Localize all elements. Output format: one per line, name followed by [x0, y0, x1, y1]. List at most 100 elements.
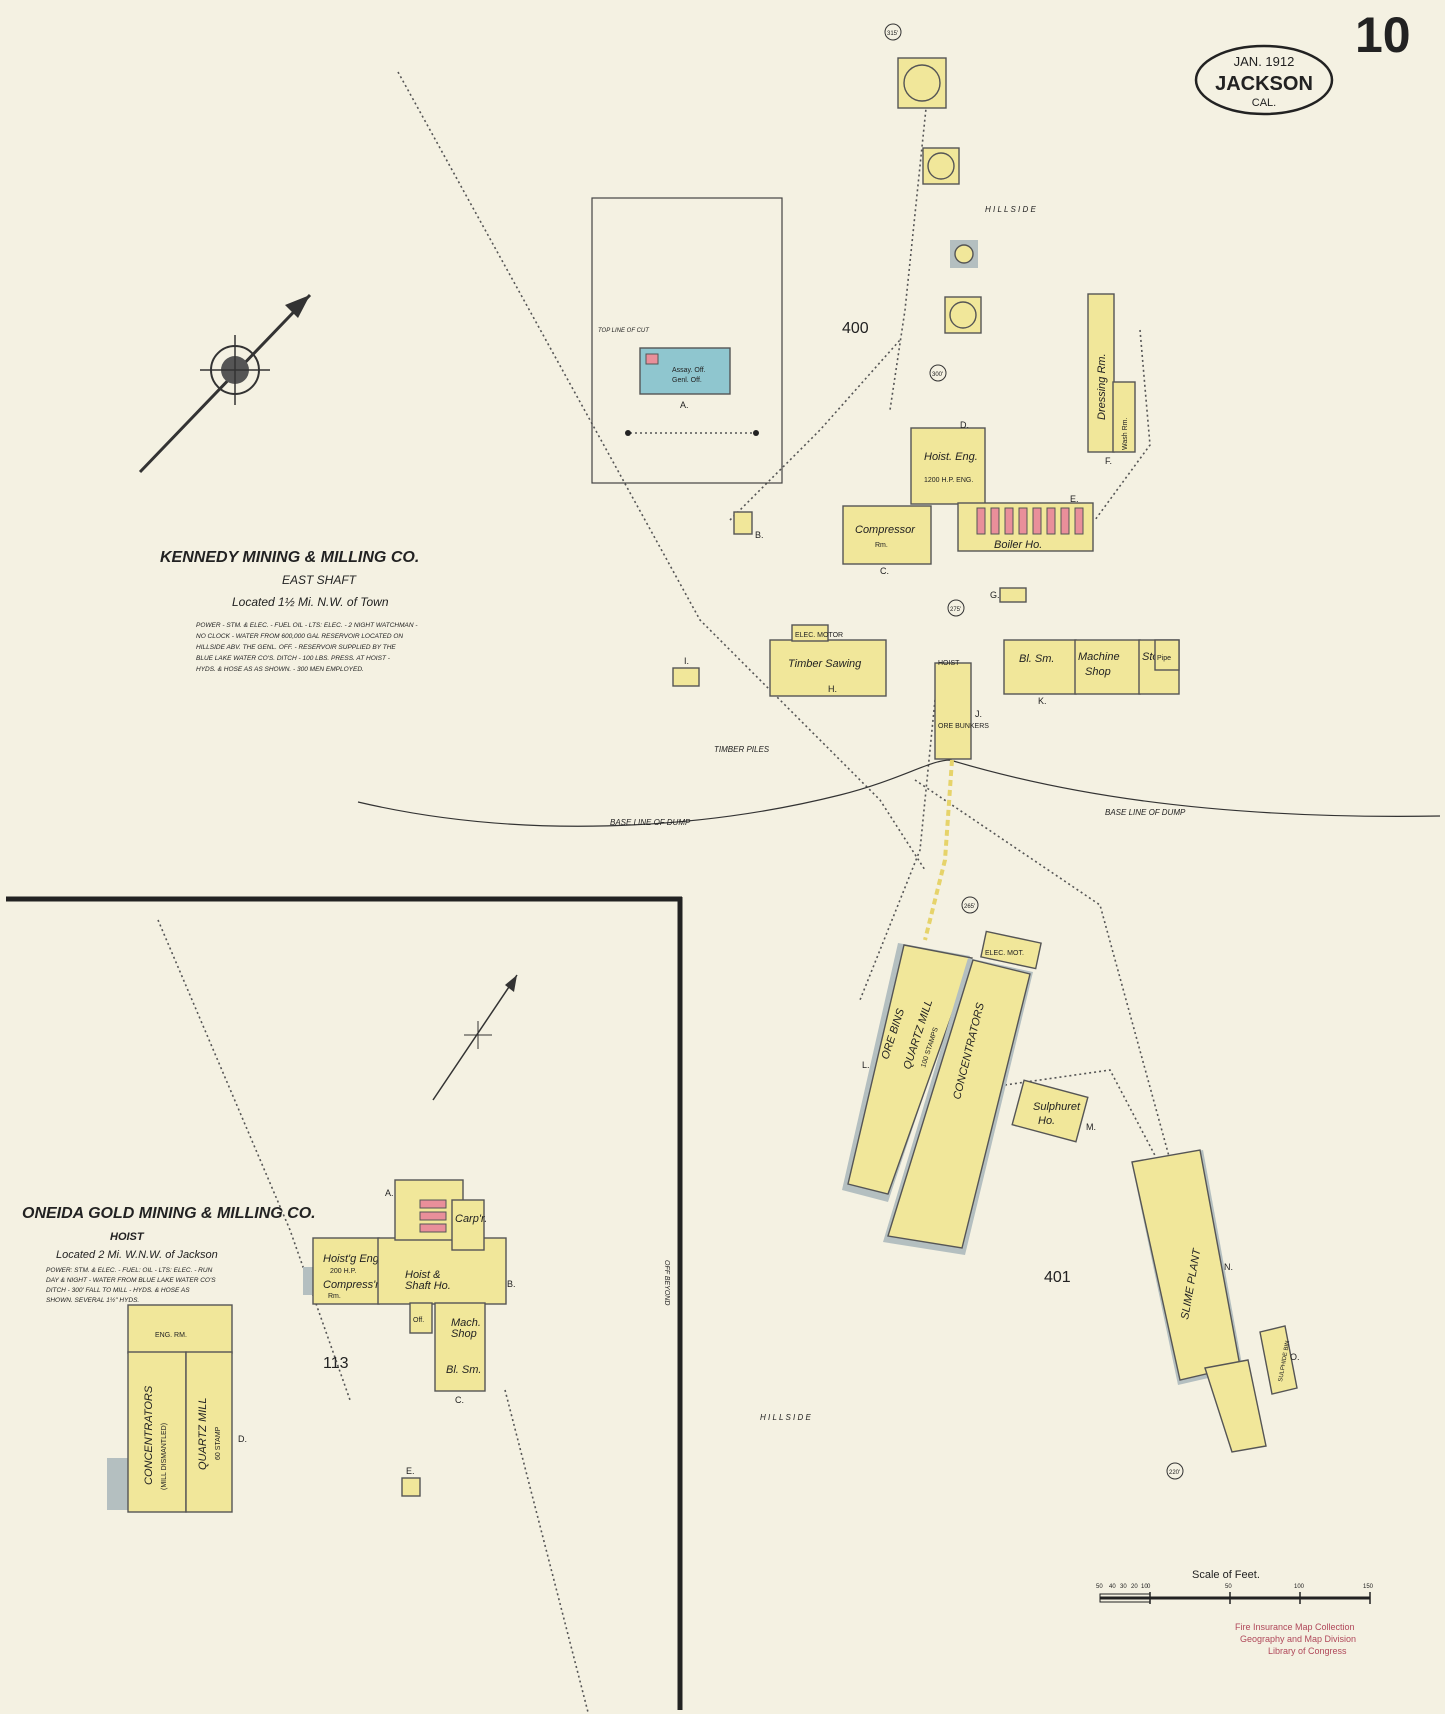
- oneida-hoisting-engine: [312, 1237, 380, 1305]
- slime-plant-annex: [1204, 1359, 1267, 1453]
- oneida-hoist-hp-label: 200 H.P.: [330, 1268, 356, 1275]
- scale-tick-50b: 50: [1225, 1584, 1232, 1590]
- letter-g-kennedy: G.: [990, 590, 1000, 600]
- elec-motor-room: [791, 624, 829, 642]
- oneida-machine-shop: [434, 1302, 486, 1392]
- assay-office-label: Assay. Off.: [672, 367, 706, 374]
- block-number-400: 400: [842, 320, 869, 337]
- compressor-rm-label: Rm.: [875, 542, 888, 549]
- blacksmith-shop: [1003, 639, 1077, 695]
- dressing-room: [1087, 293, 1115, 453]
- general-office-lot: [591, 197, 783, 484]
- letter-m-kennedy: M.: [1086, 1122, 1096, 1132]
- ore-bunkers-label: ORE BUNKERS: [938, 723, 989, 730]
- timber-piles-label: TIMBER PILES: [714, 745, 770, 754]
- sheet-state: CAL.: [1252, 97, 1276, 109]
- oneida-building-e: [401, 1477, 421, 1497]
- oneida-carpenter: [451, 1199, 485, 1251]
- letter-d-oneida: D.: [238, 1434, 247, 1444]
- base-line-label-right: BASE LINE OF DUMP: [1105, 808, 1186, 817]
- letter-d-kennedy: D.: [960, 420, 969, 430]
- letter-e-oneida: E.: [406, 1466, 415, 1476]
- elevation-265: 265': [964, 904, 975, 910]
- hillside-label-bottom: H I L L S I D E: [760, 1413, 812, 1422]
- oneida-concentrators-shadow: [107, 1458, 131, 1510]
- letter-e-kennedy: E.: [1070, 494, 1079, 504]
- oneida-quartz-mill: [185, 1351, 233, 1513]
- letter-n-kennedy: N.: [1224, 1262, 1233, 1272]
- general-office-brick-part: [645, 353, 659, 365]
- quartz-mill: [847, 944, 973, 1195]
- oneida-eng-rm-label: ENG. RM.: [155, 1332, 187, 1339]
- elevation-315: 315': [887, 31, 898, 37]
- sheet-date: JAN. 1912: [1234, 54, 1295, 69]
- oneida-hoist-eng-label: Hoist'g Eng.: [323, 1253, 382, 1265]
- oneida-note-1: POWER: STM. & ELEC. - FUEL: OIL - LTS: E…: [46, 1267, 213, 1274]
- kennedy-note-2: NO CLOCK - WATER FROM 600,000 GAL RESERV…: [196, 633, 403, 640]
- sheet-town: JACKSON: [1215, 73, 1313, 95]
- base-line-label-left: BASE LINE OF DUMP: [610, 818, 691, 827]
- top-line-of-cut-label: TOP LINE OF CUT: [598, 328, 650, 334]
- letter-o-kennedy: O.: [1290, 1352, 1300, 1362]
- scale-bar: [1099, 1592, 1371, 1604]
- elevation-marker: [884, 23, 902, 41]
- wash-room-label: Wash Rm.: [1122, 418, 1129, 450]
- machine-shop: [1074, 639, 1141, 695]
- compressor-room: [842, 505, 932, 565]
- oneida-note-4: SHOWN. SEVERAL 1½" HYDS.: [46, 1296, 139, 1304]
- building-i: [672, 667, 700, 687]
- letter-k-kennedy: K.: [1038, 696, 1047, 706]
- oneida-hoist-shaft-label: Hoist &: [405, 1269, 440, 1281]
- ore-trestle: [923, 759, 954, 941]
- scale-tick-30: 30: [1120, 1584, 1127, 1590]
- oneida-hoist-shaft-house: [377, 1237, 507, 1305]
- library-stamp: Fire Insurance Map Collection Geography …: [1235, 1622, 1356, 1656]
- hoist-engine-building: [910, 427, 986, 505]
- scale-tick-0: 0: [1147, 1584, 1151, 1590]
- oneida-office: [409, 1302, 433, 1334]
- base-line-of-dump: [357, 759, 1441, 827]
- ore-bunkers: [934, 662, 972, 760]
- boiler-house-label: Boiler Ho.: [994, 539, 1042, 551]
- off-beyond-label: OFF BEYOND: [663, 1260, 670, 1305]
- scale-tick-10: 10: [1141, 1584, 1148, 1590]
- oneida-stamp-label: 60 STAMP: [215, 1426, 222, 1460]
- oneida-boiler-units: [419, 1199, 447, 1233]
- oneida-concentrators-label: CONCENTRATORS: [143, 1385, 155, 1485]
- oneida-carp-label: Carp'r.: [455, 1213, 487, 1225]
- dressing-room-label: Dressing Rm.: [1096, 353, 1108, 420]
- stamp-line-3: Library of Congress: [1268, 1646, 1347, 1656]
- kennedy-location: Located 1½ Mi. N.W. of Town: [232, 595, 389, 609]
- hoist-eng-label: Hoist. Eng.: [924, 451, 978, 463]
- sulphuret-house: [1011, 1079, 1089, 1143]
- oneida-compressor-label: Compress'r: [323, 1279, 380, 1291]
- letter-f-kennedy: F.: [1105, 456, 1112, 466]
- oneida-note-2: DAY & NIGHT - WATER FROM BLUE LAKE WATER…: [46, 1277, 216, 1284]
- timber-sawing: [769, 639, 887, 697]
- block-number-401: 401: [1044, 1269, 1071, 1286]
- wash-room: [1112, 381, 1136, 453]
- sulphuret-label: Sulphuret: [1033, 1101, 1081, 1113]
- stamp-line-2: Geography and Map Division: [1240, 1634, 1356, 1644]
- hydrant-icon: [753, 430, 759, 436]
- letter-b-oneida: B.: [507, 1279, 516, 1289]
- building-g: [999, 587, 1027, 603]
- kennedy-subtitle: EAST SHAFT: [282, 573, 358, 587]
- concentrators: [887, 959, 1031, 1249]
- sheet-number: 10: [1355, 7, 1411, 63]
- oneida-compressor-rm-label: Rm.: [328, 1293, 341, 1300]
- machine-shop-label: Machine: [1078, 651, 1120, 663]
- elevation-275: 275': [950, 607, 961, 613]
- letter-c-oneida: C.: [455, 1395, 464, 1405]
- elevation-220: 220': [1169, 1470, 1180, 1476]
- machine-shop-label-2: Shop: [1085, 666, 1111, 678]
- title-cartouche: [1194, 44, 1334, 116]
- scale-tick-20: 20: [1131, 1584, 1138, 1590]
- elevation-marker: [947, 599, 965, 617]
- oneida-concentrators: [127, 1351, 187, 1513]
- elevation-marker: [929, 364, 947, 382]
- oneida-mill-dismantled-label: (MILL DISMANTLED): [161, 1423, 168, 1490]
- oneida-location: Located 2 Mi. W.N.W. of Jackson: [56, 1249, 218, 1261]
- oneida-quartz-mill-label: QUARTZ MILL: [197, 1397, 209, 1470]
